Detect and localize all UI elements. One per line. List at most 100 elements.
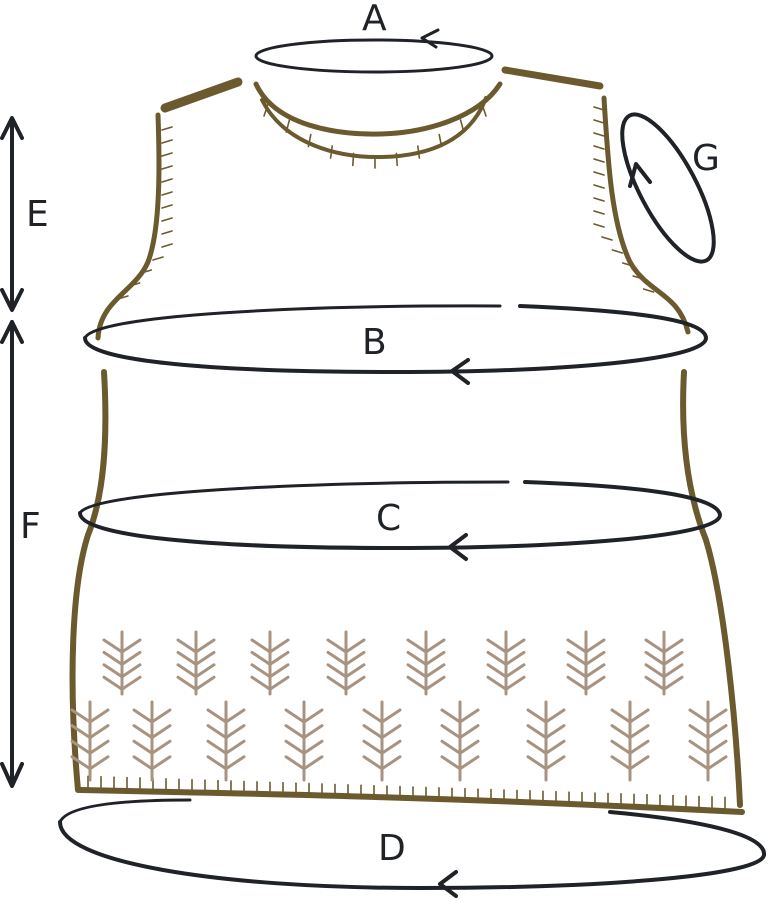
armhole-rib-tick [117, 295, 129, 300]
tree-motif-branch [102, 675, 124, 691]
armhole-rib-tick [161, 191, 173, 196]
tree-motif-branch [688, 755, 710, 771]
tree-motif-branch [284, 708, 306, 724]
tree-motif-branch [424, 663, 446, 679]
tree-motif-branch [504, 638, 526, 654]
tree-motif-branch [628, 739, 650, 755]
tree-motif-branch [362, 739, 384, 755]
neckline-inner [260, 96, 488, 160]
tree-motif-branch [544, 708, 566, 724]
armhole-rib-tick [593, 106, 605, 111]
tree-motif-branch [88, 755, 110, 771]
right-shoulder-line [501, 66, 604, 90]
label-b: B [362, 322, 387, 363]
neckline-outer [253, 81, 503, 137]
tree-motif-branch [70, 724, 92, 740]
tree-motif-branch [610, 739, 632, 755]
tree-motif-branch [406, 663, 428, 679]
label-e: E [26, 194, 49, 235]
tree-motif-branch [440, 708, 462, 724]
neck-rib-tick [263, 103, 269, 117]
tree-motif-branch [70, 755, 92, 771]
tree-motif-branch [224, 739, 246, 755]
tree-motif-branch [326, 663, 348, 679]
tree-motif-branch [458, 724, 480, 740]
tree-motif-branch [206, 739, 228, 755]
tree-motif-branch [380, 724, 402, 740]
loop-c-arrowhead [448, 533, 468, 561]
tree-motif-branch [380, 708, 402, 724]
armhole-rib-tick [161, 204, 173, 209]
armhole-rib-tick [161, 152, 173, 157]
tree-motif-branch [326, 650, 348, 666]
tree-motif-branch [380, 739, 402, 755]
tree-motif-branch [662, 663, 684, 679]
tree-motif-branch [544, 739, 566, 755]
tree-motif-branch [424, 650, 446, 666]
tree-motif-branch [302, 739, 324, 755]
loop-a-arrowhead [420, 28, 440, 49]
tree-motif-branch [362, 708, 384, 724]
tree-motif-branch [176, 663, 198, 679]
tree-motif-branch [566, 663, 588, 679]
tree-motif-branch [250, 638, 272, 654]
arrow-e-head-bottom [0, 288, 24, 312]
tree-motif-branch [206, 755, 228, 771]
neck-rib-tick [329, 145, 334, 159]
tree-motif-branch [458, 755, 480, 771]
tree-motif-branch [176, 675, 198, 691]
tree-motif-branch [688, 708, 710, 724]
tree-motif-band [70, 630, 728, 782]
tree-motif-branch [662, 650, 684, 666]
tree-motif-branch [132, 755, 154, 771]
tree-motif-branch [250, 650, 272, 666]
armhole-rib-tick [601, 236, 613, 241]
tree-motif-branch [120, 650, 142, 666]
tree-motif-branch [284, 739, 306, 755]
loop-b-chest-back [83, 304, 502, 340]
tree-motif-branch [70, 739, 92, 755]
tree-motif-branch [644, 650, 666, 666]
armhole-rib-tick [161, 243, 173, 248]
armhole-rib-tick [140, 269, 153, 274]
tree-motif-branch [526, 739, 548, 755]
tree-motif-branch [486, 650, 508, 666]
tree-motif-branch [194, 675, 216, 691]
tree-motif-branch [268, 675, 290, 691]
tree-motif-branch [344, 675, 366, 691]
tree-motif-branch [194, 638, 216, 654]
armhole-rib-tick [642, 288, 655, 293]
neck-rib-tick [438, 133, 443, 148]
armhole-rib-tick [593, 145, 605, 150]
tree-motif-branch [504, 650, 526, 666]
tree-motif-branch [566, 638, 588, 654]
tree-motif-branch [610, 755, 632, 771]
letter-labels: A G E B C F D [20, 0, 720, 869]
measurement-loops [58, 28, 766, 898]
tree-motif-branch [150, 755, 172, 771]
tree-motif-branch [440, 755, 462, 771]
armhole-rib-tick [161, 139, 173, 144]
tree-motif-branch [120, 663, 142, 679]
neck-rib-tick [285, 119, 291, 133]
armhole-rib-tick [593, 171, 605, 176]
left-shoulder-line [160, 77, 243, 113]
tree-motif-branch [380, 755, 402, 771]
tree-motif-branch [344, 638, 366, 654]
left-armhole-edge [95, 112, 162, 341]
tree-motif-branch [70, 708, 92, 724]
tree-motif-branch [662, 675, 684, 691]
armhole-rib-tick [632, 275, 645, 280]
tree-motif-branch [102, 663, 124, 679]
tree-motif-branch [486, 675, 508, 691]
label-d: D [378, 828, 406, 869]
tree-motif-branch [440, 739, 462, 755]
armhole-rib-tick [593, 210, 605, 215]
garment-outline [69, 66, 745, 815]
arrow-f-head-top [0, 320, 24, 344]
tree-motif-branch [250, 675, 272, 691]
tree-motif-branch [302, 724, 324, 740]
loop-c-waist-back [78, 480, 510, 515]
armhole-rib-tick [161, 126, 173, 131]
label-f: F [20, 506, 41, 547]
